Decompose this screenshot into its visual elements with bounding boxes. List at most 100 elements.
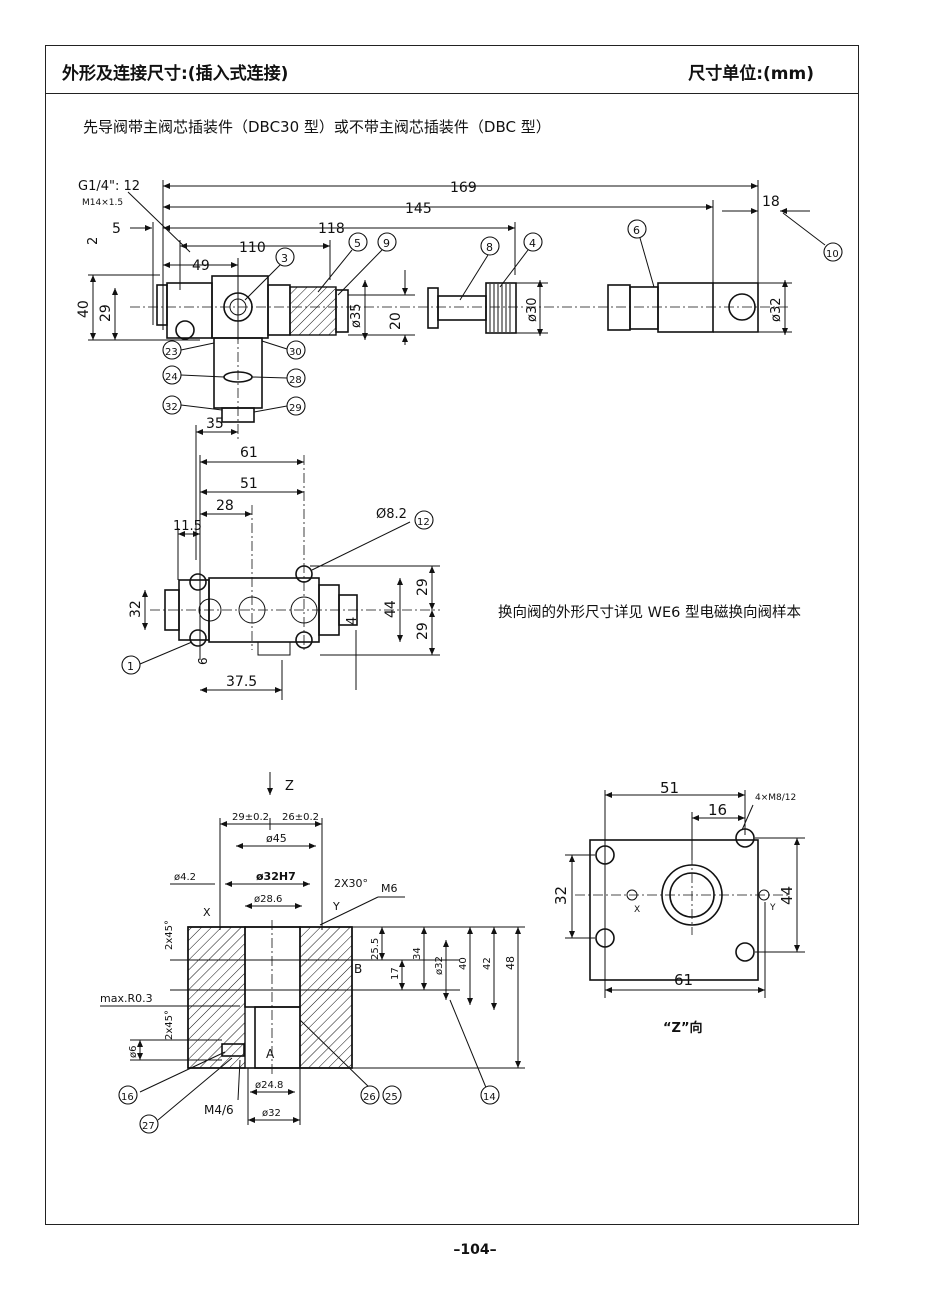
sec-45: ø45 <box>266 832 287 845</box>
dim-30dia: ø30 <box>525 298 540 323</box>
dim-49: 49 <box>192 258 210 274</box>
callout-27-bubble <box>139 1114 159 1134</box>
callout-29: 29 <box>289 403 302 414</box>
dim-6: 6 <box>196 657 210 665</box>
dim-32dia: ø32 <box>769 298 784 323</box>
dim-145: 145 <box>405 201 432 217</box>
sec-2x45b: 2x45° <box>164 1010 175 1040</box>
dim-5: 5 <box>112 221 121 237</box>
z-16: 16 <box>708 801 727 819</box>
callout-16: 16 <box>121 1092 134 1103</box>
z-44: 44 <box>778 886 796 905</box>
callout-14-bubble <box>480 1085 500 1105</box>
callout-30-bubble <box>286 340 306 360</box>
callout-10-bubble <box>823 242 843 262</box>
dim-169: 169 <box>450 180 477 196</box>
sec-m4: M4/6 <box>204 1103 234 1117</box>
callout-6-bubble <box>627 219 647 239</box>
sec-34: 34 <box>412 947 423 960</box>
dim-51: 51 <box>240 476 258 492</box>
callout-23: 23 <box>165 347 178 358</box>
z-arrow-label: Z <box>285 779 294 794</box>
sec-x: X <box>203 906 211 919</box>
callout-4: 4 <box>529 237 536 250</box>
section-title: 外形及连接尺寸:(插入式连接) <box>62 64 289 84</box>
callout-14: 14 <box>483 1092 496 1103</box>
dim-35: 35 <box>206 416 224 432</box>
sec-26: 26±0.2 <box>282 812 319 823</box>
side-view: G1/4": 12 M14×1.5 169 145 118 110 49 5 1… <box>76 179 810 560</box>
callout-1: 1 <box>127 660 134 673</box>
dim-20: 20 <box>388 312 404 330</box>
callout-9: 9 <box>383 237 390 250</box>
page-number: –104– <box>453 1242 497 1258</box>
callout-4-bubble <box>523 232 543 252</box>
sec-32h7: ø32H7 <box>256 870 296 883</box>
sec-17: 17 <box>390 967 401 980</box>
callout-28: 28 <box>289 375 302 386</box>
z-4xm8: 4×M8/12 <box>755 793 796 803</box>
dim-28: 28 <box>216 498 234 514</box>
z-x: X <box>634 905 640 915</box>
callout-12-bubble <box>414 510 434 530</box>
callout-3: 3 <box>281 252 288 265</box>
dim-110: 110 <box>239 240 266 256</box>
callout-5: 5 <box>354 237 361 250</box>
dim-29b: 29 <box>415 578 431 596</box>
callout-25-bubble <box>382 1085 402 1105</box>
dim-4: 4 <box>345 617 360 625</box>
sec-25-5: 25.5 <box>370 938 381 960</box>
dim-thread-sub: M14×1.5 <box>82 198 123 208</box>
sec-29: 29±0.2 <box>232 812 269 823</box>
callout-16-bubble <box>118 1085 138 1105</box>
callout-24: 24 <box>165 372 178 383</box>
callout-9-bubble <box>377 232 397 252</box>
header-bar: 外形及连接尺寸:(插入式连接) 尺寸单位:(mm) <box>46 46 858 94</box>
sec-2x30: 2X30° <box>334 877 368 890</box>
callout-6: 6 <box>633 224 640 237</box>
callout-25: 25 <box>385 1092 398 1103</box>
callout-3-bubble <box>275 247 295 267</box>
section-view: Z 29±0.2 26±0.2 ø45 ø4.2 ø32H7 ø28.6 2X3… <box>100 772 525 1125</box>
dim-2: 2 <box>86 237 101 245</box>
callout-8-bubble <box>480 236 500 256</box>
sec-6: ø6 <box>128 1046 139 1058</box>
sec-2x45a: 2x45° <box>164 920 175 950</box>
dim-118: 118 <box>318 221 345 237</box>
sec-24-8: ø24.8 <box>255 1080 283 1091</box>
sec-a: A <box>266 1047 275 1061</box>
dim-29c: 29 <box>415 622 431 640</box>
sec-42: 42 <box>482 957 493 970</box>
callout-1-bubble <box>121 655 141 675</box>
callout-26: 26 <box>363 1092 376 1103</box>
sec-48: 48 <box>504 956 517 970</box>
dim-32: 32 <box>128 600 144 618</box>
z-y: Y <box>769 903 776 913</box>
callout-10: 10 <box>826 249 839 260</box>
reference-note: 换向阀的外形尺寸详见 WE6 型电磁换向阀样本 <box>498 605 801 621</box>
z-51: 51 <box>660 779 679 797</box>
sec-m6: M6 <box>381 882 398 895</box>
dim-40: 40 <box>76 300 92 318</box>
callout-bubbles: 3 5 9 8 4 6 10 23 24 32 30 28 <box>118 212 843 1134</box>
sec-32b: ø32 <box>262 1108 281 1119</box>
sec-y: Y <box>332 900 340 913</box>
z-61: 61 <box>674 971 693 989</box>
dim-61: 61 <box>240 445 258 461</box>
dim-35dia: ø35 <box>349 304 364 329</box>
callout-32: 32 <box>165 402 178 413</box>
drawing-subtitle: 先导阀带主阀芯插装件（DBC30 型）或不带主阀芯插装件（DBC 型） <box>83 118 551 136</box>
sec-b: B <box>354 962 362 976</box>
z-view: 51 16 4×M8/12 X Y 32 44 61 <box>552 779 805 998</box>
z-view-caption: “Z”向 <box>663 1021 703 1036</box>
callout-8: 8 <box>486 241 493 254</box>
callout-30: 30 <box>289 347 302 358</box>
dim-8-2: Ø8.2 <box>376 507 407 522</box>
dim-37-5: 37.5 <box>226 674 257 690</box>
dim-18: 18 <box>762 194 780 210</box>
dim-11-5: 11.5 <box>173 519 202 534</box>
sec-max-r: max.R0.3 <box>100 992 153 1005</box>
plan-view: 61 51 28 11.5 Ø8.2 32 29 44 29 4 6 <box>128 445 440 700</box>
unit-label: 尺寸单位:(mm) <box>688 64 814 84</box>
